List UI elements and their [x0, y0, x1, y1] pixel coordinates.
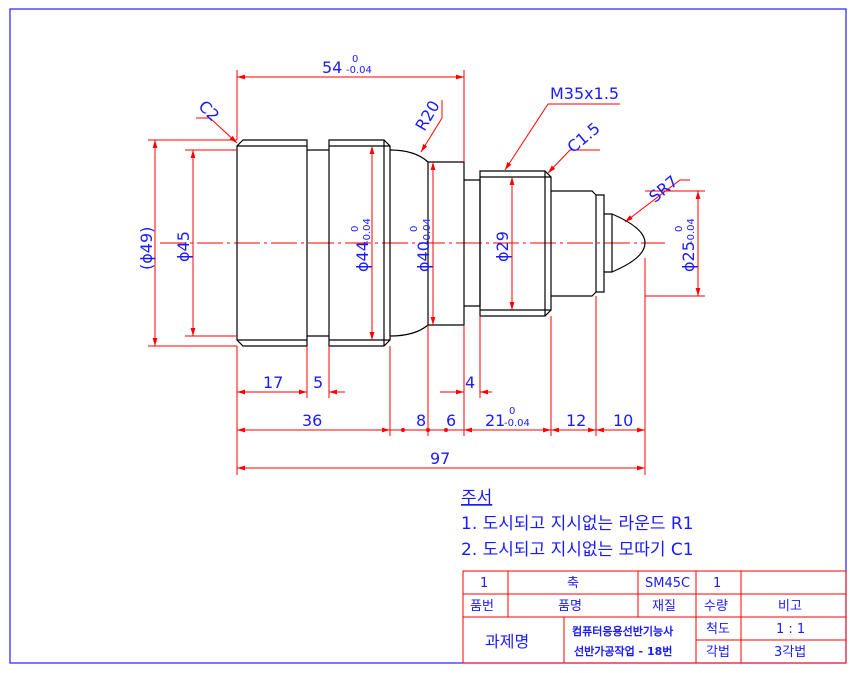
dim-36: 36 [302, 411, 322, 430]
tb-hdr-remarks: 비고 [778, 599, 802, 614]
dim-r20: R20 [411, 97, 443, 134]
dim-54-upper: 0 [352, 54, 358, 65]
dim-10: 10 [613, 411, 633, 430]
dim-54: 54 [322, 58, 342, 77]
tb-task-line-2: 선반가공작업 - 18번 [574, 644, 672, 658]
dim-thread: M35x1.5 [550, 84, 619, 103]
notes-title: 주서 [461, 488, 492, 508]
dim-21-lower: -0.04 [504, 418, 530, 429]
dim-4: 4 [465, 373, 475, 392]
dim-c2: C2 [195, 97, 224, 126]
tb-hdr-part-no: 품번 [470, 599, 494, 614]
tb-hdr-quantity: 수량 [704, 599, 728, 614]
tb-projection-label: 각법 [706, 645, 730, 660]
dim-5: 5 [313, 373, 323, 392]
dimension-lines [148, 70, 705, 475]
dim-dia-25: ϕ25 [679, 241, 698, 272]
dim-dia-40-upper: 0 [409, 226, 420, 232]
title-block [462, 570, 847, 664]
dim-21-upper: 0 [509, 406, 515, 417]
dim-dia-29: ϕ29 [493, 231, 512, 262]
dim-dia-25-upper: 0 [674, 226, 685, 232]
tb-projection-value: 3각법 [774, 645, 806, 660]
shaft-outline [236, 139, 646, 347]
dim-97: 97 [430, 449, 450, 468]
tb-scale-label: 척도 [706, 622, 730, 637]
tb-hdr-material: 재질 [652, 599, 676, 614]
dim-dia-44: ϕ44 [353, 241, 372, 272]
notes-line-1: 1. 도시되고 지시없는 라운드 R1 [461, 514, 694, 534]
dim-dia-44-upper: 0 [350, 226, 361, 232]
dim-dia-44-lower: -0.04 [362, 218, 373, 244]
tb-task-label: 과제명 [485, 632, 529, 651]
drawing-border [9, 8, 847, 664]
dim-dot [401, 428, 405, 432]
tb-quantity: 1 [713, 576, 721, 591]
tb-scale-value: 1 : 1 [776, 622, 805, 637]
dim-8: 8 [416, 411, 426, 430]
tb-task-line-1: 컴퓨터응용선반기능사 [572, 624, 674, 638]
dim-54-lower: -0.04 [346, 65, 372, 76]
tb-part-name: 축 [567, 576, 579, 591]
tb-hdr-part-name: 품명 [558, 599, 582, 614]
dim-dot [444, 428, 448, 432]
dim-21: 21 [485, 411, 505, 430]
dim-17: 17 [263, 373, 283, 392]
dim-sr7: SR7 [645, 172, 681, 207]
dim-dia-40: ϕ40 [414, 241, 433, 272]
dim-dia-40-lower: -0.04 [422, 218, 433, 244]
dim-dot [426, 428, 430, 432]
tb-material: SM45C [645, 576, 690, 591]
dim-dia-49: (ϕ49) [137, 227, 156, 270]
notes-line-2: 2. 도시되고 지시없는 모따기 C1 [461, 540, 694, 560]
dim-12: 12 [566, 411, 586, 430]
dim-dia-45: ϕ45 [174, 231, 193, 262]
dim-dia-25-lower: -0.04 [686, 218, 697, 244]
dim-6: 6 [446, 411, 456, 430]
tb-part-no: 1 [480, 576, 488, 591]
